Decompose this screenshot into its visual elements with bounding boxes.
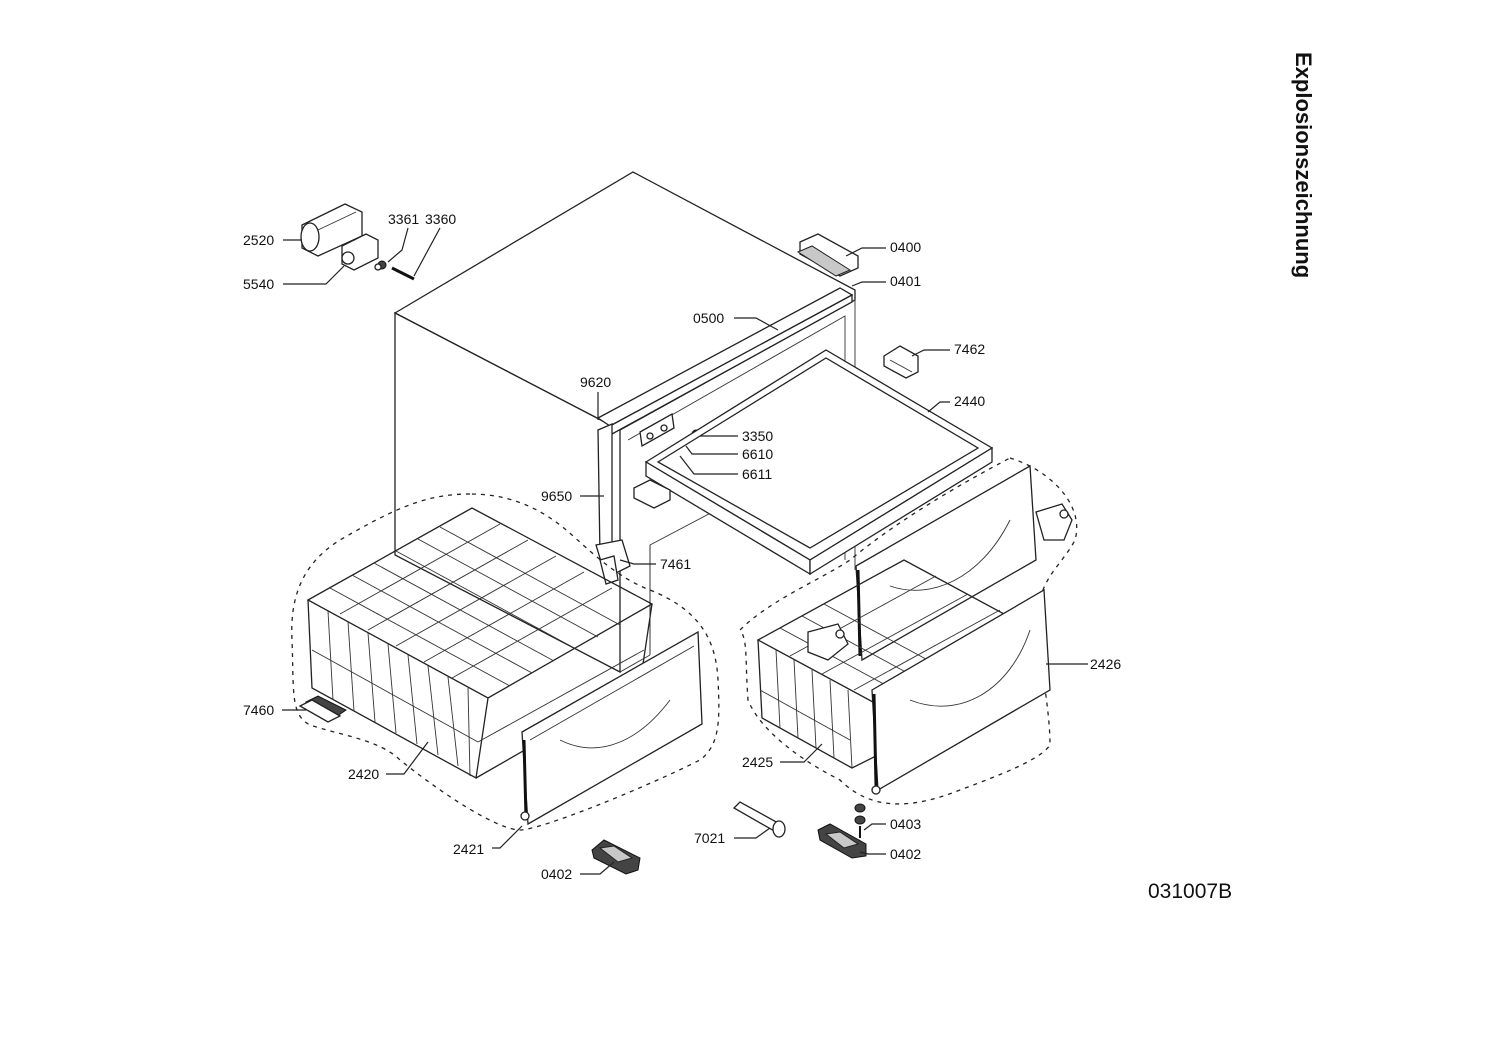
hinge-0400 [796, 233, 859, 277]
callout-2426: 2426 [1090, 656, 1121, 672]
thermostat-housing-2520 [300, 203, 363, 257]
callout-3361: 3361 [388, 211, 419, 227]
callout-2421: 2421 [453, 841, 484, 857]
callout-7460: 7460 [243, 702, 274, 718]
callout-2425: 2425 [742, 754, 773, 770]
hinge-part-7462 [883, 345, 919, 379]
basket-outline-left [291, 493, 720, 831]
callout-0403: 0403 [890, 816, 921, 832]
shaft-3360 [391, 266, 415, 281]
pin-7021 [732, 801, 786, 838]
rail-7460 [298, 695, 347, 723]
door-seal-9650 [595, 423, 631, 585]
thermostat-5540 [341, 233, 379, 271]
drawer-front-2426 [871, 588, 1051, 795]
bracket-right-upper [1035, 503, 1073, 541]
callout-9620: 9620 [580, 374, 611, 390]
drawer-front-upper [855, 464, 1037, 662]
washer-0403 [854, 803, 866, 838]
callout-2420: 2420 [348, 766, 379, 782]
leader-lines [282, 227, 1088, 875]
callout-7021: 7021 [694, 830, 725, 846]
foot-0402-left [591, 839, 641, 875]
callout-5540: 5540 [243, 276, 274, 292]
drawer-front-2421 [520, 630, 703, 826]
drawer-outline-right [739, 457, 1078, 805]
glass-shelf-2440 [644, 349, 994, 576]
callout-3350: 3350 [742, 428, 773, 444]
callout-6610: 6610 [742, 446, 773, 462]
foot-0402-right [817, 823, 867, 859]
bracket-left-cabinet [633, 479, 671, 509]
callout-6611: 6611 [742, 466, 772, 482]
callout-0402-right: 0402 [890, 846, 921, 862]
callout-2520: 2520 [243, 232, 274, 248]
cover-strip-0500 [596, 287, 854, 435]
bracket-drawer-mid [807, 623, 849, 661]
knob-3361 [374, 260, 387, 271]
callout-7461: 7461 [660, 556, 691, 572]
callout-9650: 9650 [541, 488, 572, 504]
drawing-code: 031007B [1148, 880, 1233, 903]
cabinet-body [393, 171, 856, 674]
callout-0500: 0500 [693, 310, 724, 326]
callout-7462: 7462 [954, 341, 985, 357]
callout-3360: 3360 [425, 211, 456, 227]
callout-0401: 0401 [890, 273, 921, 289]
callout-0400: 0400 [890, 239, 921, 255]
callout-0402-left: 0402 [541, 866, 572, 882]
callout-labels: 2520 3361 3360 5540 0400 0401 0500 7462 … [243, 211, 1121, 882]
callout-2440: 2440 [954, 393, 985, 409]
